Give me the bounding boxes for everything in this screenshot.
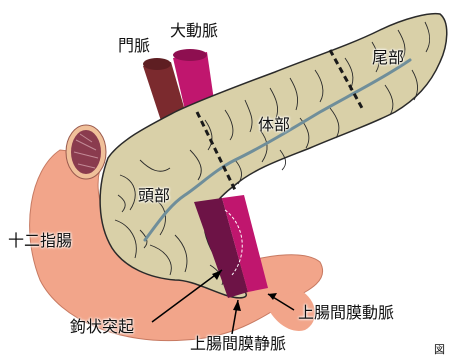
corner-mark: 図 bbox=[434, 344, 445, 356]
label-duodenum: 十二指腸 bbox=[8, 232, 72, 250]
portal-vein-top bbox=[143, 58, 171, 70]
label-sma: 上腸間膜動脈 bbox=[298, 304, 394, 322]
label-tail: 尾部 bbox=[372, 49, 404, 67]
label-uncinate-process: 鉤状突起 bbox=[70, 318, 134, 336]
label-portal-vein: 門脈 bbox=[118, 37, 150, 55]
label-body: 体部 bbox=[258, 116, 290, 134]
aorta-top bbox=[173, 49, 207, 61]
label-head: 頭部 bbox=[138, 187, 170, 205]
label-smv: 上腸間膜静脈 bbox=[190, 335, 286, 353]
label-aorta: 大動脈 bbox=[170, 22, 218, 40]
